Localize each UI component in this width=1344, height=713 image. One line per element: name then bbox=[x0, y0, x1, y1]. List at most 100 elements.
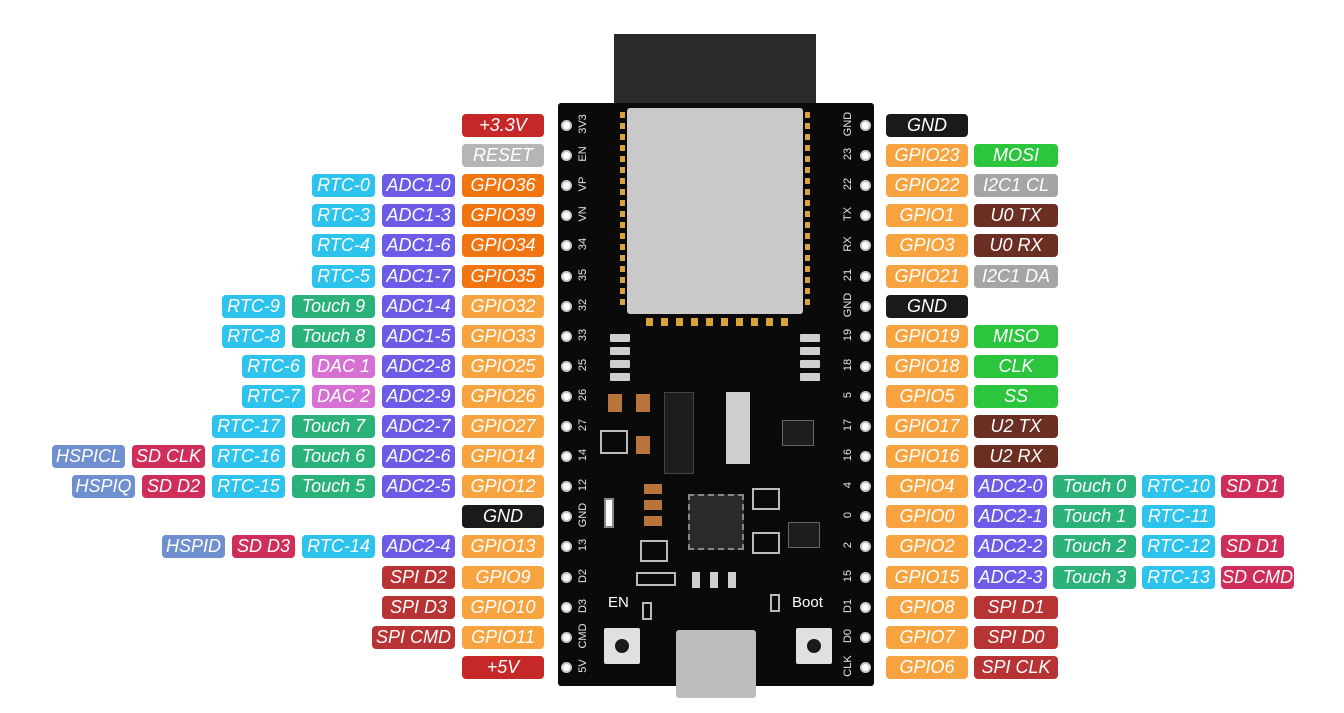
pin-label-adc1-5: ADC1-5 bbox=[382, 324, 455, 348]
pin-hole bbox=[561, 240, 572, 252]
pin-label-spi-d3: SPI D3 bbox=[382, 595, 455, 619]
pin-label-adc2-3: ADC2-3 bbox=[974, 565, 1047, 589]
module-pad bbox=[805, 244, 810, 250]
pin-label-gpio26: GPIO26 bbox=[462, 384, 544, 408]
pin-number: 32 bbox=[577, 298, 589, 311]
module-smd bbox=[800, 360, 820, 368]
regulator-tab bbox=[726, 392, 750, 464]
module-pad bbox=[620, 178, 625, 184]
pin-number: EN bbox=[577, 146, 589, 162]
module-pad bbox=[805, 288, 810, 294]
pin-hole bbox=[561, 631, 572, 643]
pin-hole bbox=[860, 210, 871, 222]
small-part bbox=[692, 572, 700, 588]
pin-hole bbox=[561, 451, 572, 463]
pin-label-hspid: HSPID bbox=[162, 535, 225, 559]
pin-number: 16 bbox=[842, 448, 854, 462]
pin-label-u0-tx: U0 TX bbox=[974, 204, 1058, 228]
pin-label-clk: CLK bbox=[974, 354, 1058, 378]
small-part bbox=[642, 602, 652, 620]
transistor bbox=[782, 420, 814, 446]
module-pad bbox=[620, 299, 625, 305]
pin-label-adc2-8: ADC2-8 bbox=[382, 354, 455, 378]
pin-label-i2c1-da: I2C1 DA bbox=[974, 264, 1058, 288]
pin-number: CMD bbox=[577, 623, 589, 649]
pin-label-sd-d1: SD D1 bbox=[1221, 535, 1284, 559]
pin-hole bbox=[561, 360, 572, 372]
module-pad bbox=[805, 299, 810, 305]
pin-hole bbox=[860, 330, 871, 342]
module-pad bbox=[620, 211, 625, 217]
module-pad bbox=[805, 178, 810, 184]
module-pad bbox=[736, 318, 743, 326]
transistor bbox=[788, 522, 820, 548]
pin-hole bbox=[860, 180, 871, 192]
pin-label-spi-d1: SPI D1 bbox=[974, 595, 1058, 619]
pin-hole bbox=[561, 601, 572, 613]
boot-button-cap[interactable] bbox=[807, 639, 821, 653]
pin-label-rtc-17: RTC-17 bbox=[212, 415, 285, 438]
module-pad bbox=[805, 277, 810, 283]
small-part bbox=[600, 430, 628, 454]
module-pad bbox=[620, 277, 625, 283]
pin-label-gnd: GND bbox=[462, 505, 544, 529]
module-smd bbox=[800, 334, 820, 342]
pin-label-5v: +5V bbox=[462, 655, 544, 679]
pin-hole bbox=[860, 661, 871, 673]
pin-label-dac-2: DAC 2 bbox=[312, 384, 375, 408]
module-smd bbox=[610, 334, 630, 342]
pin-label-gpio32: GPIO32 bbox=[462, 294, 544, 318]
pin-label-sd-clk: SD CLK bbox=[132, 445, 205, 469]
voltage-regulator bbox=[664, 392, 694, 474]
small-part bbox=[728, 572, 736, 588]
pin-hole bbox=[860, 511, 871, 523]
pin-label-mosi: MOSI bbox=[974, 144, 1058, 168]
pin-hole bbox=[561, 150, 572, 162]
pin-label-gpio9: GPIO9 bbox=[462, 565, 544, 589]
en-button[interactable] bbox=[604, 628, 640, 664]
module-pad bbox=[781, 318, 788, 326]
pin-hole bbox=[561, 120, 572, 131]
pin-label-rtc-14: RTC-14 bbox=[302, 535, 375, 559]
pin-label-gpio18: GPIO18 bbox=[886, 354, 968, 378]
pin-hole bbox=[860, 541, 871, 553]
pin-number: D0 bbox=[842, 628, 854, 643]
pin-number: 5V bbox=[577, 659, 589, 673]
module-pad bbox=[805, 123, 810, 129]
small-part bbox=[636, 572, 676, 586]
pin-hole bbox=[561, 180, 572, 192]
pin-number: 2 bbox=[842, 542, 854, 549]
pin-label-adc1-0: ADC1-0 bbox=[382, 174, 455, 198]
pin-label-touch-5: Touch 5 bbox=[292, 475, 375, 499]
boot-button[interactable] bbox=[796, 628, 832, 664]
pin-label-reset: RESET bbox=[462, 144, 544, 168]
module-pad bbox=[805, 134, 810, 140]
pin-number: 27 bbox=[577, 418, 589, 432]
pin-label-rtc-11: RTC-11 bbox=[1142, 505, 1215, 529]
pin-number: 19 bbox=[842, 328, 854, 341]
pin-label-touch-6: Touch 6 bbox=[292, 445, 375, 469]
module-pad bbox=[646, 318, 653, 326]
pin-label-touch-9: Touch 9 bbox=[292, 294, 375, 318]
module-pad bbox=[620, 233, 625, 239]
pin-number: 26 bbox=[577, 388, 589, 402]
pin-number: 15 bbox=[842, 569, 854, 582]
pin-hole bbox=[561, 300, 572, 312]
pin-label-adc2-7: ADC2-7 bbox=[382, 415, 455, 438]
module-pad bbox=[620, 222, 625, 228]
pin-label-rtc-0: RTC-0 bbox=[312, 174, 375, 198]
usb-connector bbox=[676, 630, 756, 698]
pin-hole bbox=[860, 451, 871, 463]
pin-label-gpio14: GPIO14 bbox=[462, 445, 544, 469]
led bbox=[604, 498, 614, 528]
module-pad bbox=[620, 244, 625, 250]
pin-hole bbox=[860, 360, 871, 372]
module-pad bbox=[805, 189, 810, 195]
pin-number: 34 bbox=[577, 238, 589, 251]
en-button-cap[interactable] bbox=[615, 639, 629, 653]
pin-label-i2c1-cl: I2C1 CL bbox=[974, 174, 1058, 198]
pin-label-touch-3: Touch 3 bbox=[1053, 565, 1136, 589]
module-pad bbox=[805, 266, 810, 272]
pin-label-u2-rx: U2 RX bbox=[974, 445, 1058, 469]
